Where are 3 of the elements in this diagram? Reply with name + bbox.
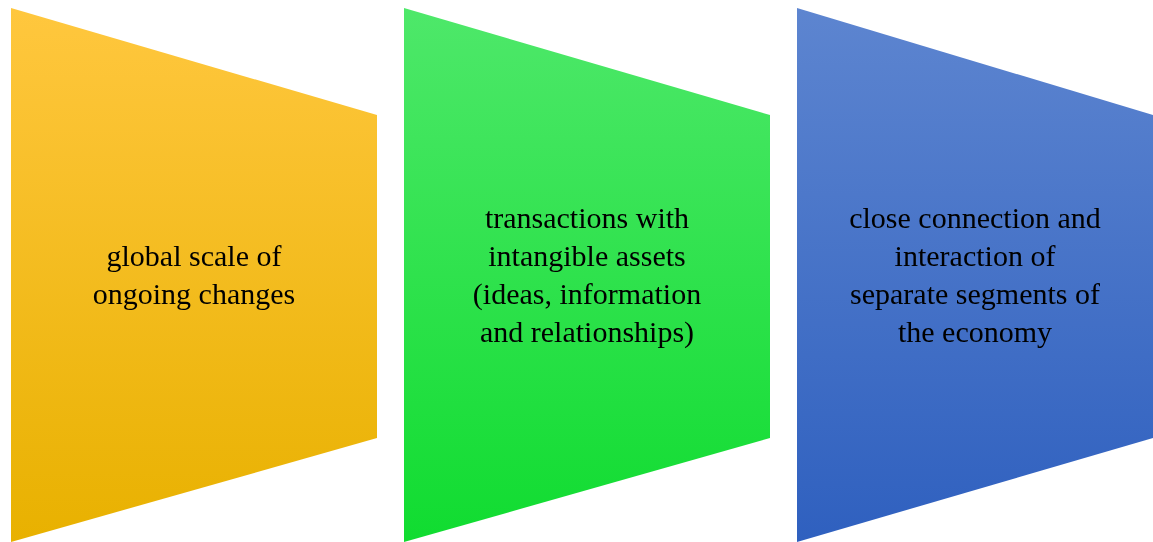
shape-text: global scale of ongoing changes xyxy=(91,238,297,312)
shape-text: transactions with intangible assets (ideas, information and relationships) xyxy=(471,200,703,350)
shape-text: close connection and interaction of separate segments of the economy xyxy=(848,200,1102,350)
